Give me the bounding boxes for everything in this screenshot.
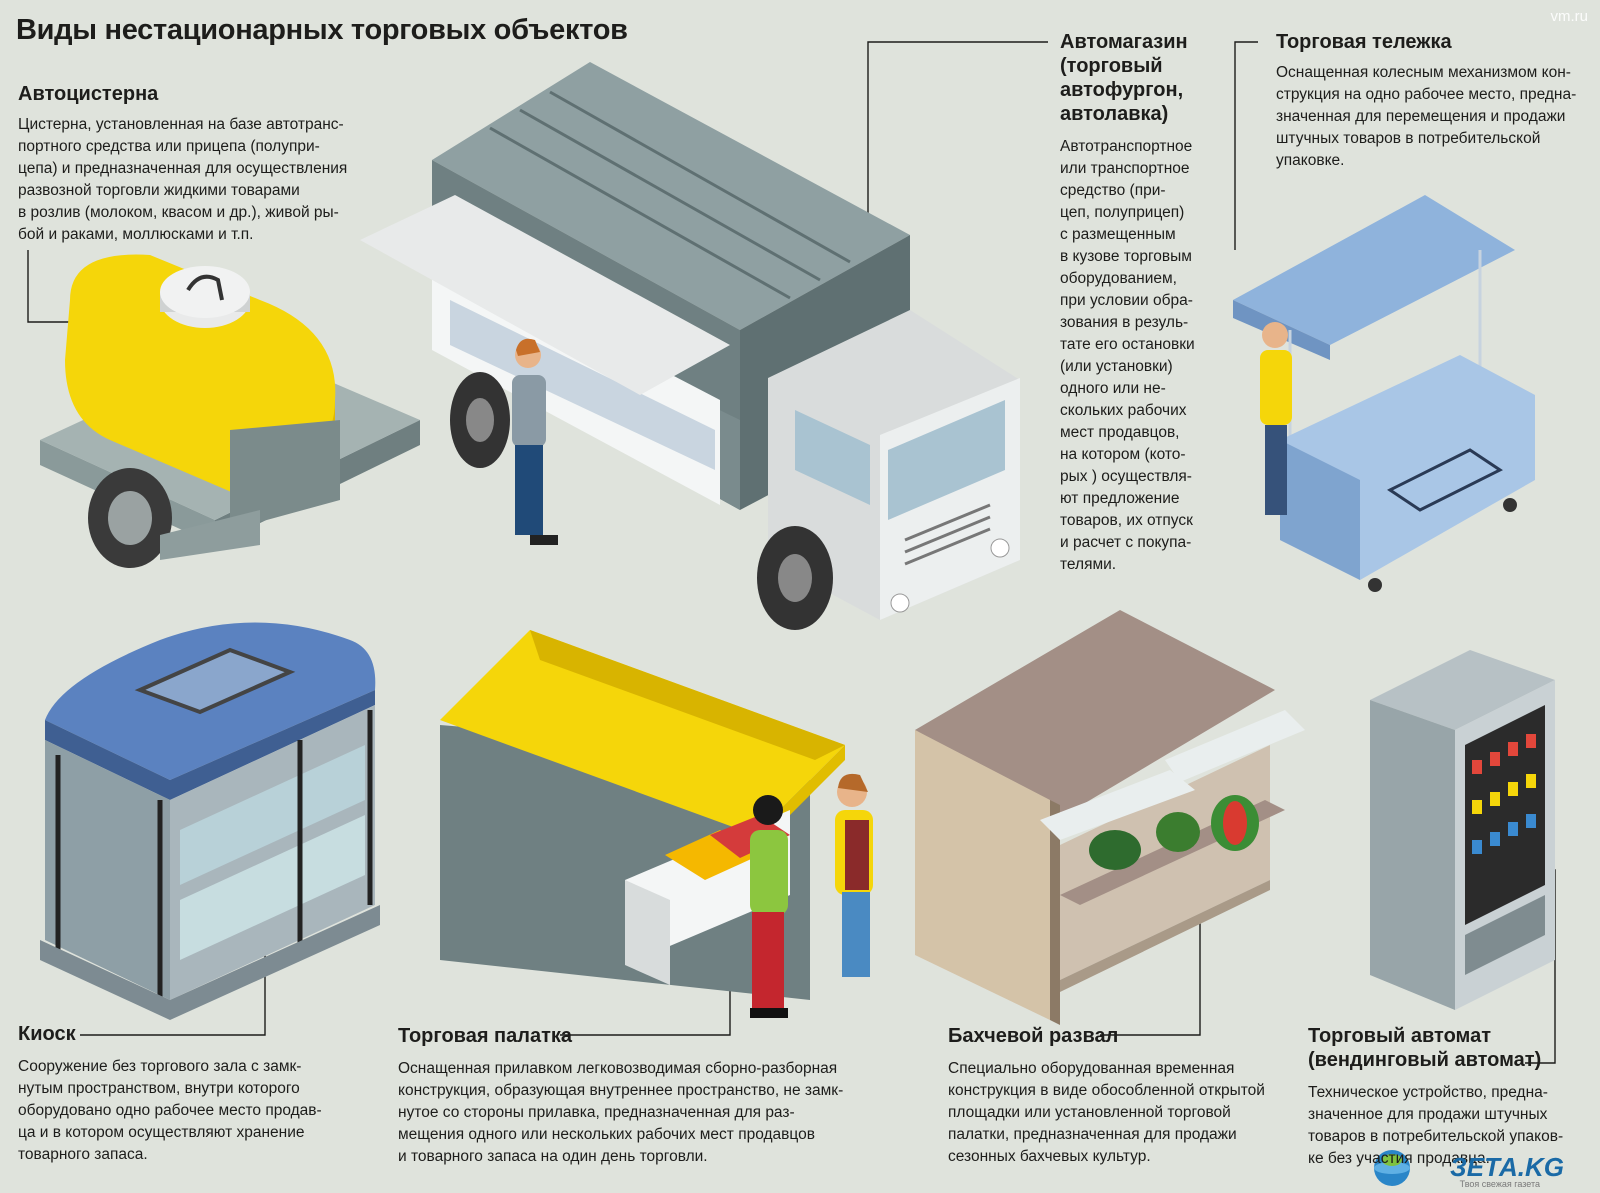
vending-heading: Торговый автомат (вендинговый автомат) (1308, 1025, 1542, 1071)
melon-stall-illustration (915, 610, 1305, 1025)
vending-description: Техническое устройство, предна- значенно… (1308, 1084, 1564, 1167)
kiosk-description: Сооружение без торгового зала с замк- ну… (18, 1058, 322, 1163)
tanker-description: Цистерна, установленная на базе автотран… (18, 116, 348, 243)
vending-illustration (1370, 650, 1555, 1010)
truck-description: Автотранспортное или транспортное средст… (1060, 138, 1195, 573)
tent-heading: Торговая палатка (398, 1025, 573, 1047)
tent-illustration (440, 630, 873, 1018)
page-title: Виды нестационарных торговых объектов (16, 14, 628, 46)
cart-illustration (1233, 195, 1535, 592)
logo-tagline: Твоя свежая газета (1459, 1179, 1540, 1189)
cart-description: Оснащенная колесным механизмом кон- стру… (1276, 64, 1577, 169)
leader-lines (27, 41, 1556, 1064)
truck-illustration (360, 62, 1020, 630)
tent-description: Оснащенная прилавком легковозводимая сбо… (398, 1060, 844, 1165)
melon-stall-heading: Бахчевой развал (948, 1025, 1119, 1047)
globe-icon (1374, 1150, 1410, 1186)
tanker-illustration (40, 254, 420, 568)
tanker-heading: Автоцистерна (18, 83, 159, 105)
truck-heading: Автомагазин (торговый автофургон, автола… (1060, 31, 1188, 125)
kiosk-illustration (40, 622, 380, 1020)
kiosk-heading: Киоск (18, 1023, 76, 1045)
logo: ЗЕТА.KG (1450, 1152, 1564, 1182)
cart-heading: Торговая тележка (1276, 31, 1452, 53)
watermark: vm.ru (1550, 8, 1589, 25)
melon-stall-description: Специально оборудованная временная конст… (948, 1060, 1265, 1165)
